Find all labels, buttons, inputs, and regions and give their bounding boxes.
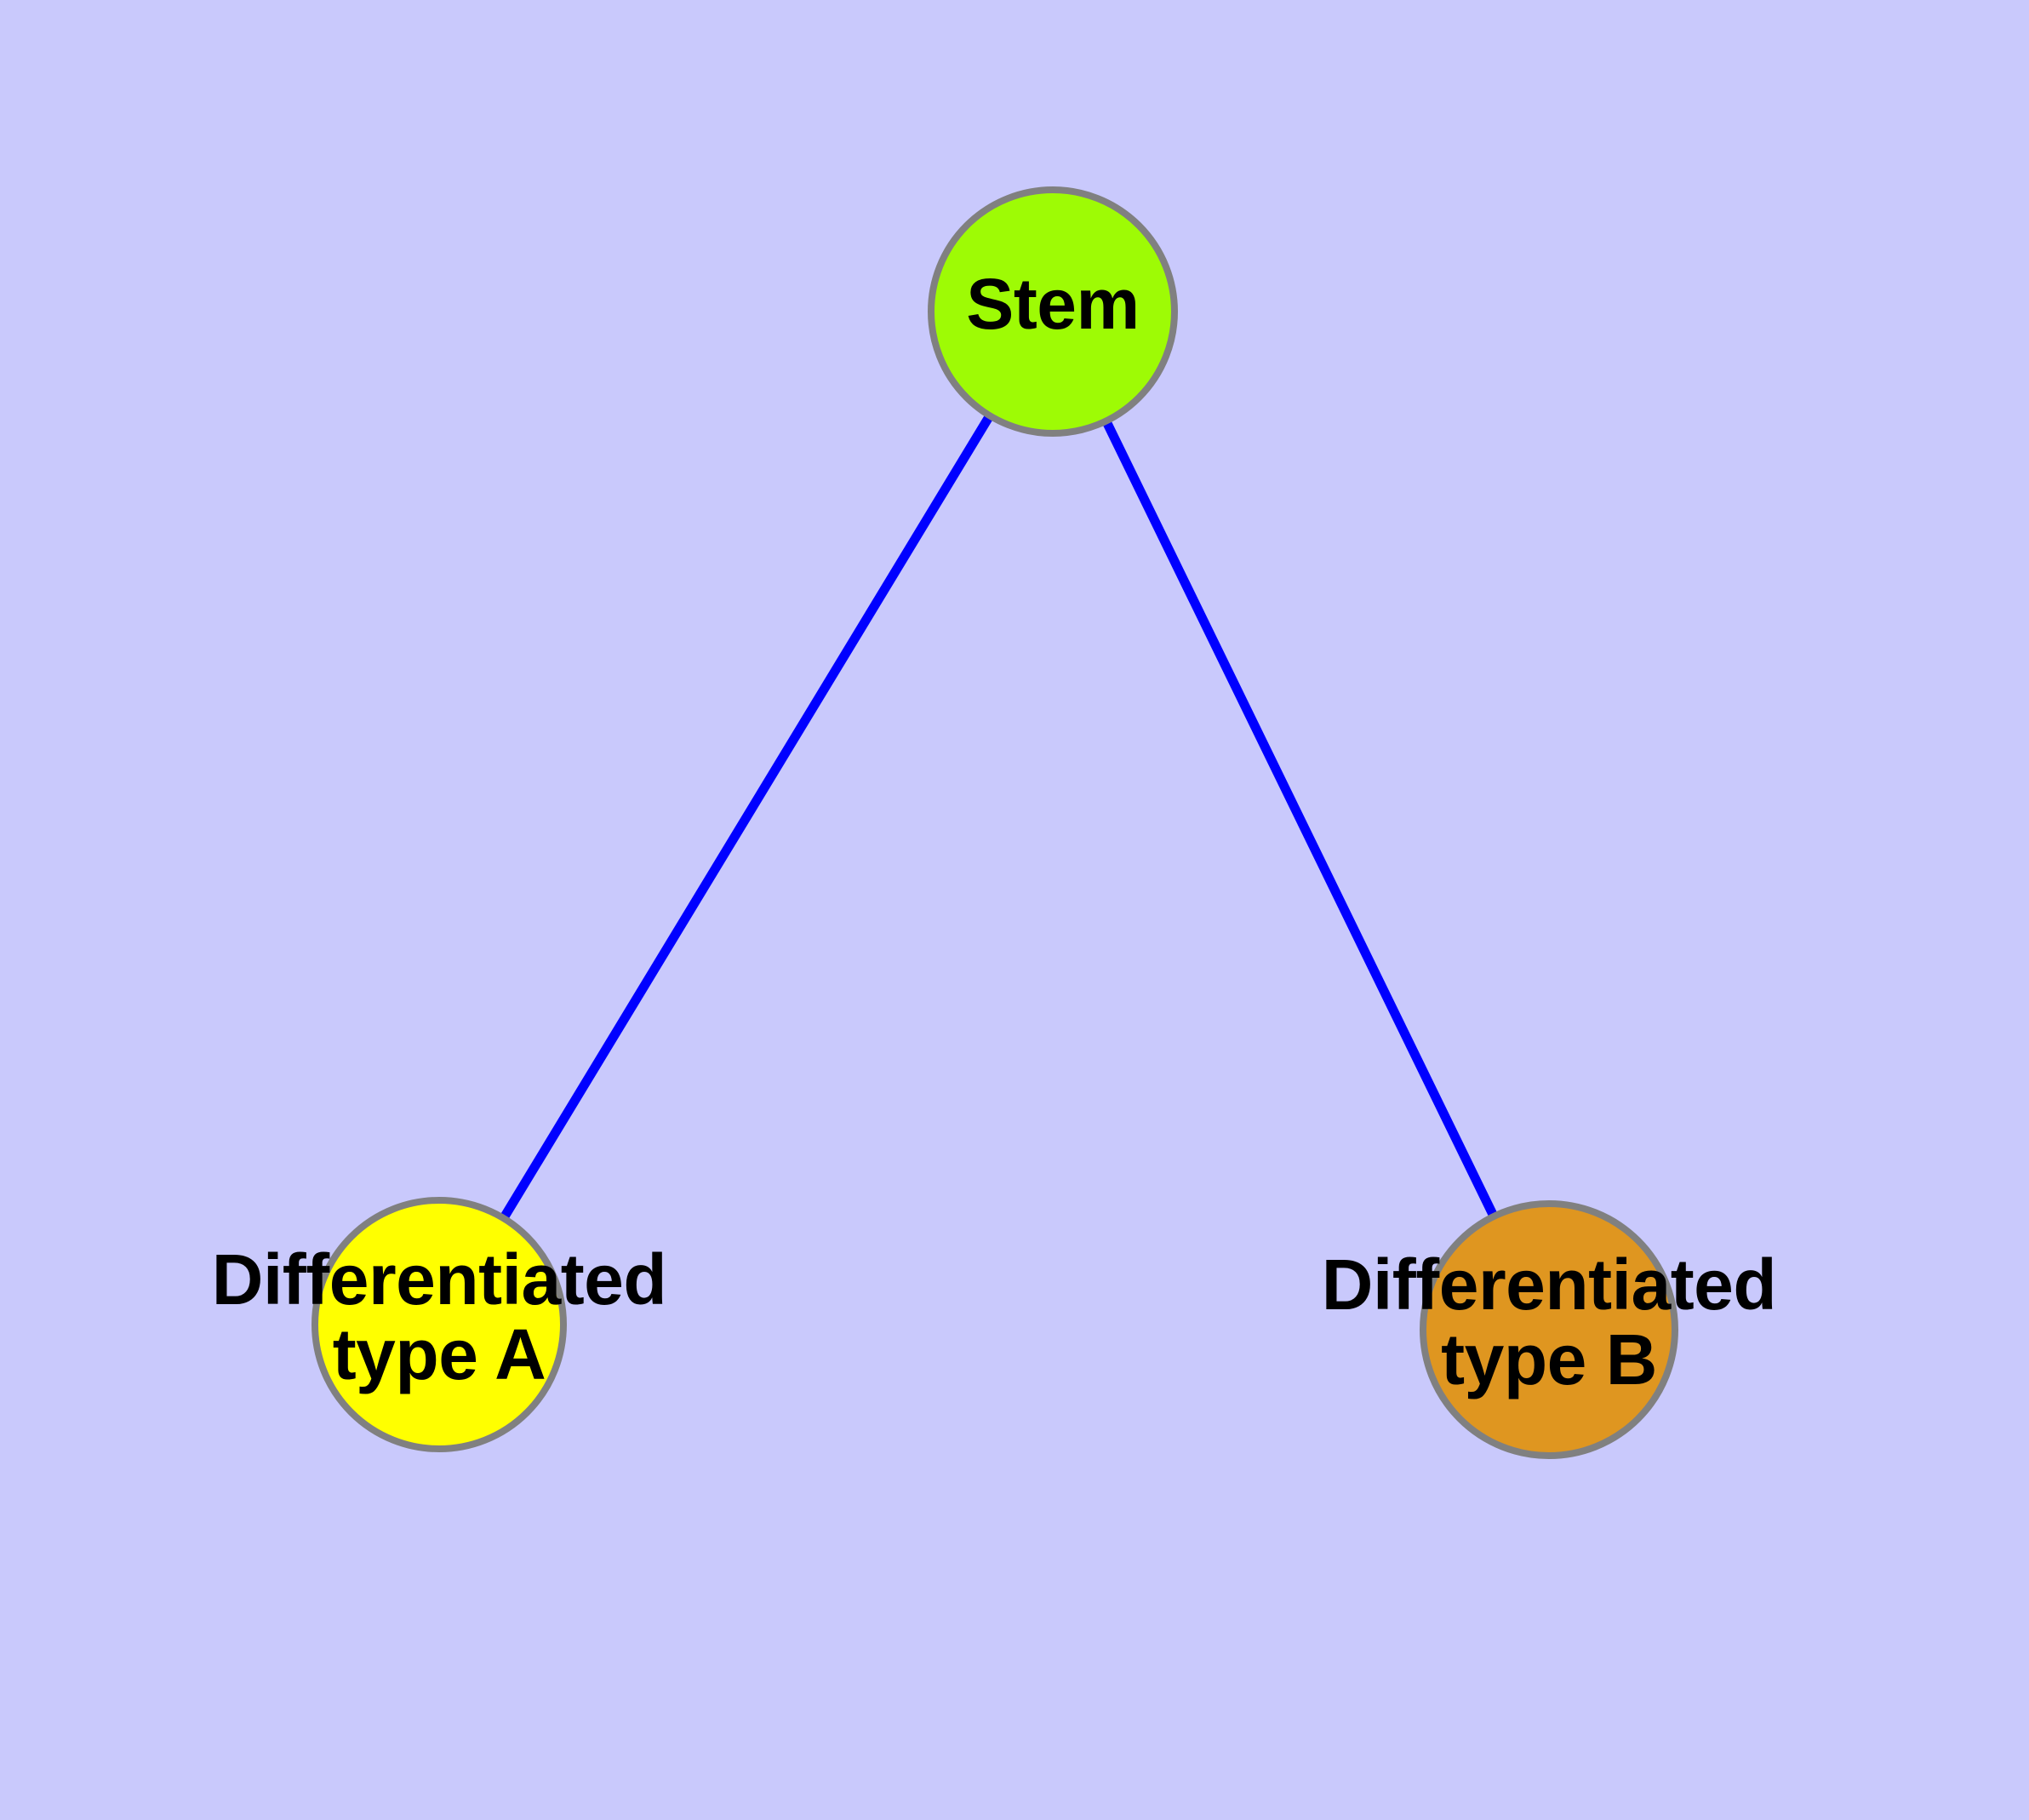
node-differentiated-type-b[interactable]	[1420, 1200, 1678, 1459]
node-stem[interactable]	[928, 186, 1178, 437]
node-differentiated-type-a[interactable]	[311, 1197, 567, 1452]
edge-stem-to-diff-b[interactable]	[1049, 309, 1553, 1332]
edge-stem-to-diff-a[interactable]	[435, 309, 1057, 1327]
